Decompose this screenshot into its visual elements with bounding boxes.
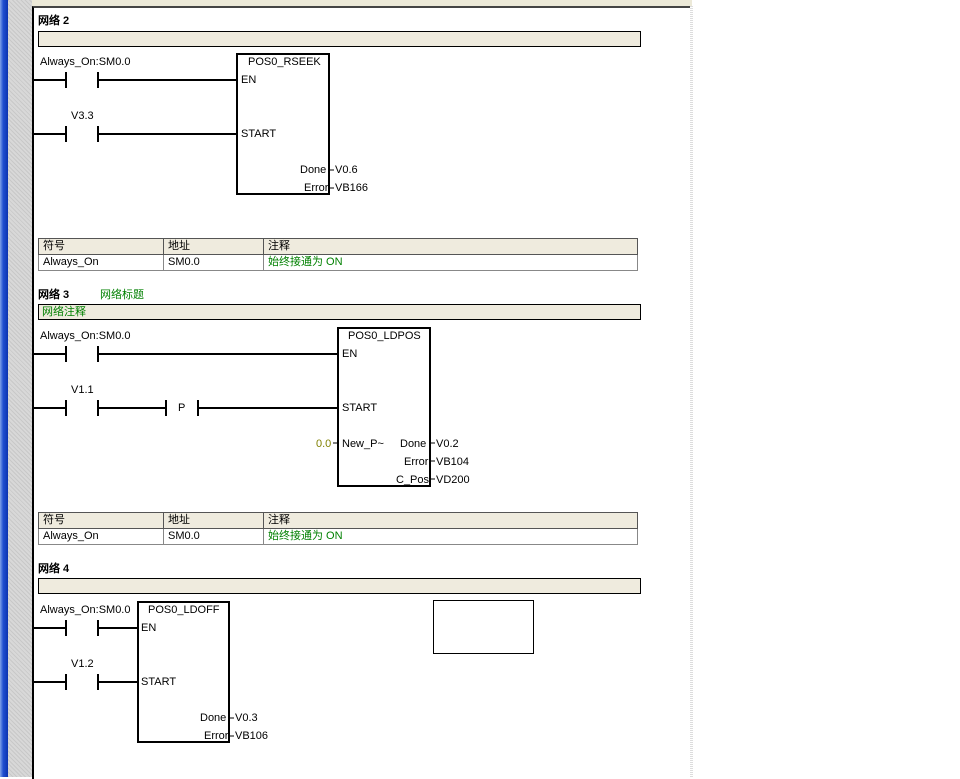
network-4-title: 网络 4 [38, 563, 70, 575]
cell-symbol: Always_On [38, 528, 164, 545]
network-4-rungs [34, 601, 234, 743]
col-address: 地址 [163, 238, 264, 255]
out-value[interactable]: VB104 [436, 456, 470, 468]
box-name[interactable]: POS0_LDOFF [148, 604, 220, 616]
cell-symbol: Always_On [38, 254, 164, 271]
network-2-title: 网络 2 [38, 15, 70, 27]
pin-start: START [141, 676, 177, 688]
out-value[interactable]: VB166 [335, 182, 369, 194]
positive-edge-label[interactable]: P [178, 402, 186, 414]
network-3-net-title[interactable]: 网络标题 [100, 289, 144, 301]
contact-no [65, 72, 99, 142]
function-box [337, 327, 431, 487]
out-value[interactable]: V0.6 [335, 164, 358, 176]
pin-en: EN [342, 348, 358, 360]
top-bar [32, 0, 692, 6]
out-value[interactable]: VD200 [436, 474, 470, 486]
network-3-comment[interactable]: 网络注释 [38, 304, 641, 320]
network-3-title: 网络 3 [38, 289, 70, 301]
window-edge [0, 0, 8, 777]
pin-done: Done [400, 438, 427, 450]
vertical-scrollbar[interactable] [690, 6, 693, 777]
box-name[interactable]: POS0_LDPOS [348, 330, 421, 342]
out-value[interactable]: VB106 [235, 730, 269, 742]
pin-en: EN [141, 622, 157, 634]
cell-address: SM0.0 [163, 528, 264, 545]
rung-wire [34, 627, 137, 683]
col-symbol: 符号 [38, 512, 164, 529]
box-name[interactable]: POS0_RSEEK [248, 56, 321, 68]
function-box [236, 53, 330, 195]
empty-box [433, 600, 534, 654]
pin-error: Error [204, 730, 229, 742]
rung-wire [34, 79, 237, 135]
network-3-rungs [34, 327, 435, 487]
contact-label[interactable]: V3.3 [71, 110, 94, 122]
in-value[interactable]: 0.0 [316, 438, 332, 450]
contact-label[interactable]: Always_On:SM0.0 [40, 330, 131, 342]
contact-label[interactable]: V1.1 [71, 384, 94, 396]
pin-done: Done [200, 712, 227, 724]
contact-label[interactable]: Always_On:SM0.0 [40, 604, 131, 616]
cell-comment: 始终接通为 ON [263, 254, 638, 271]
cell-comment: 始终接通为 ON [263, 528, 638, 545]
col-address: 地址 [163, 512, 264, 529]
pin-start: START [241, 128, 277, 140]
col-comment: 注释 [263, 238, 638, 255]
pin-c-pos: C_Pos [396, 474, 430, 486]
rung-wire [34, 353, 338, 409]
contact-no [65, 346, 199, 416]
out-value[interactable]: V0.2 [436, 438, 459, 450]
network-2-rungs [34, 53, 334, 195]
contact-label[interactable]: V1.2 [71, 658, 94, 670]
pin-start: START [342, 402, 378, 414]
network-4-comment[interactable] [38, 578, 641, 594]
contact-no [65, 620, 99, 690]
contact-label[interactable]: Always_On:SM0.0 [40, 56, 131, 68]
editor-margin [8, 0, 32, 777]
cell-address: SM0.0 [163, 254, 264, 271]
col-comment: 注释 [263, 512, 638, 529]
pin-new-p: New_P~ [342, 438, 384, 450]
network-2-comment[interactable] [38, 31, 641, 47]
pin-done: Done [300, 164, 327, 176]
pin-en: EN [241, 74, 257, 86]
out-value[interactable]: V0.3 [235, 712, 258, 724]
function-box [137, 601, 230, 743]
pin-error: Error [304, 182, 329, 194]
pin-error: Error [404, 456, 429, 468]
col-symbol: 符号 [38, 238, 164, 255]
